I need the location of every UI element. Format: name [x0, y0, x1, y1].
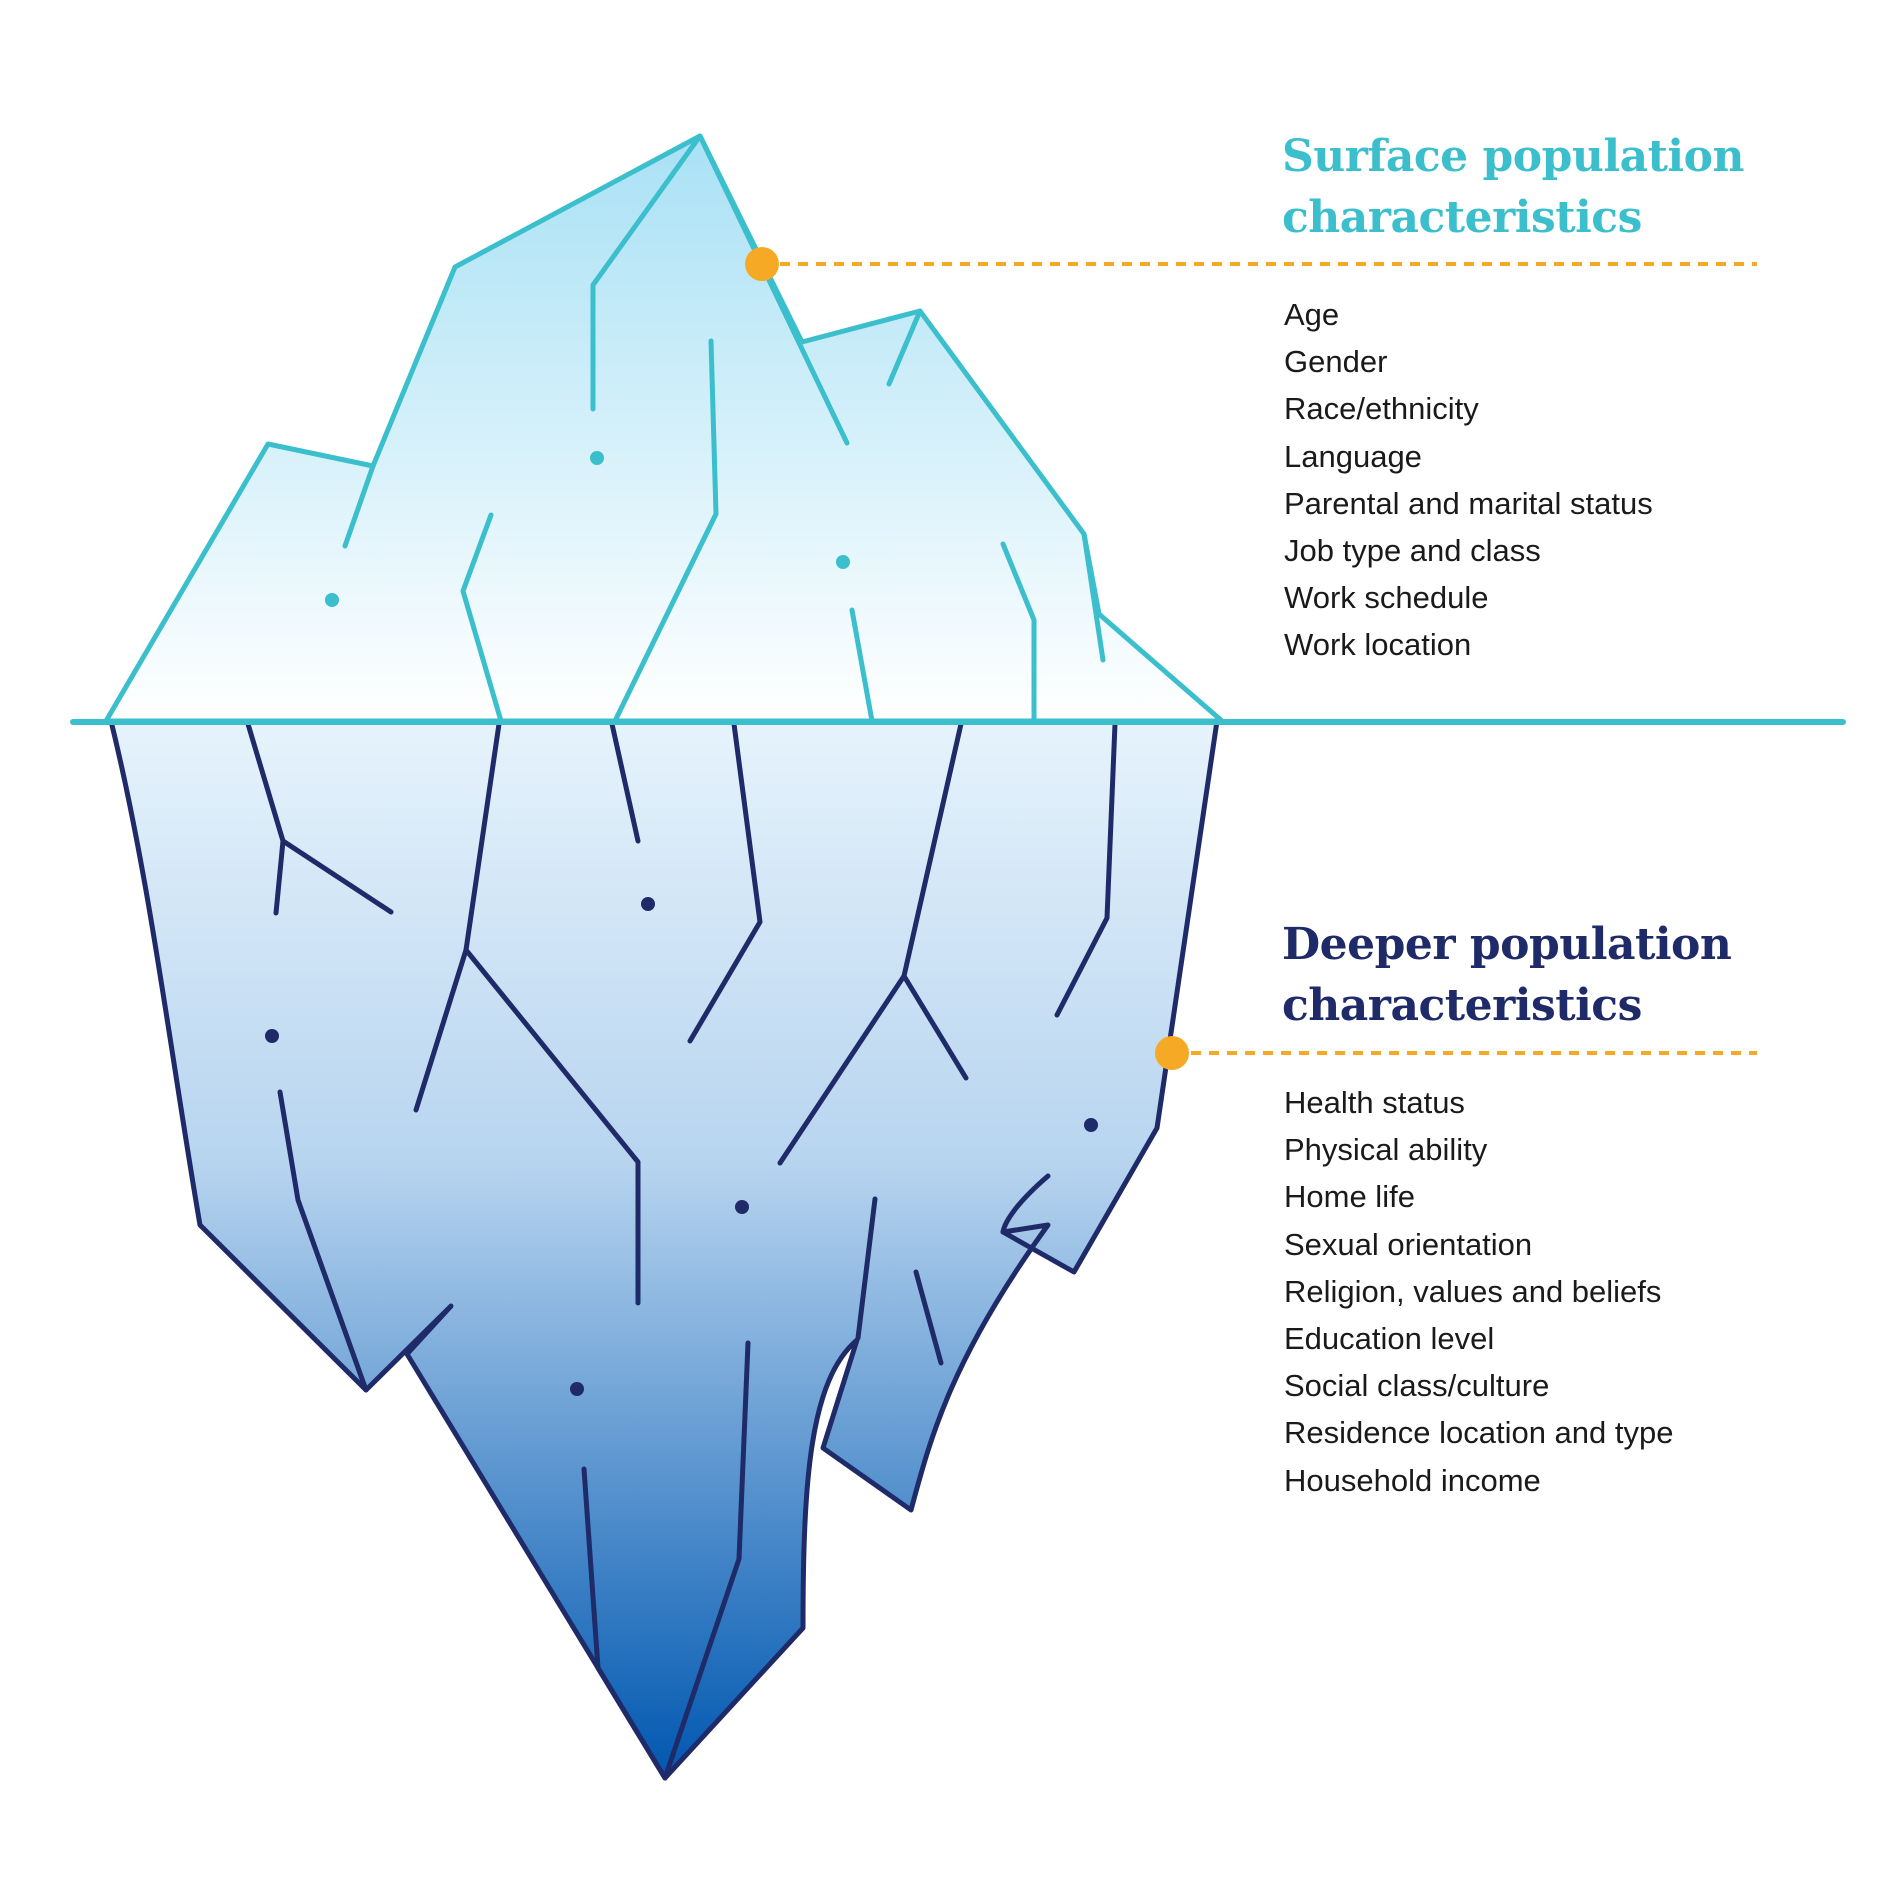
crack	[849, 607, 875, 724]
crack	[662, 1340, 751, 1781]
deeper-characteristics-heading: Deeper population characteristics	[1282, 914, 1732, 1036]
list-item: Education level	[1284, 1321, 1495, 1357]
crack	[280, 838, 394, 915]
dot	[325, 593, 339, 607]
dot	[641, 897, 655, 911]
crack	[463, 947, 641, 1306]
surface-heading-line-2: characteristics	[1282, 192, 1642, 243]
list-item: Health status	[1284, 1085, 1465, 1120]
crack	[342, 463, 376, 549]
crack	[1054, 721, 1118, 1018]
list-item: Residence location and type	[1284, 1415, 1674, 1451]
surface-heading-line-1: Surface population	[1282, 131, 1744, 182]
crack	[277, 1089, 369, 1393]
list-item: Language	[1284, 438, 1422, 474]
iceberg-underwater	[108, 718, 1220, 1781]
above-water-cracks	[342, 133, 1106, 724]
dot	[836, 555, 850, 569]
crack	[612, 338, 719, 724]
above-water-body	[103, 133, 1225, 724]
dot	[265, 1029, 279, 1043]
surface-characteristics-list: Age Gender Race/ethnicity Language Paren…	[1284, 291, 1653, 669]
dot	[570, 1382, 584, 1396]
deeper-callout-marker	[1155, 1036, 1189, 1070]
list-item: Physical ability	[1284, 1132, 1488, 1168]
crack	[855, 1196, 878, 1341]
list-item: Work schedule	[1284, 580, 1489, 616]
above-water-dots	[325, 451, 850, 607]
list-item: Age	[1284, 297, 1340, 332]
crack	[595, 1665, 668, 1781]
list-item: Job type and class	[1284, 533, 1541, 569]
list-item: Social class/culture	[1284, 1368, 1550, 1404]
crack	[901, 973, 969, 1081]
deeper-heading-line-1: Deeper population	[1282, 919, 1732, 970]
list-item: Sexual orientation	[1284, 1226, 1533, 1262]
underwater-cracks	[245, 721, 1118, 1781]
underwater-body	[108, 718, 1220, 1781]
deeper-characteristics-list: Health status Physical ability Home life…	[1284, 1079, 1673, 1504]
dot	[590, 451, 604, 465]
list-item: Gender	[1284, 344, 1388, 380]
crack	[609, 721, 641, 844]
crack	[1000, 541, 1037, 724]
list-item: Religion, values and beliefs	[1284, 1273, 1662, 1309]
crack	[581, 1466, 601, 1671]
dot	[1084, 1118, 1098, 1132]
crack	[1000, 1173, 1051, 1235]
crack	[460, 512, 504, 724]
list-item: Work location	[1284, 627, 1472, 663]
surface-callout	[745, 247, 1757, 281]
crack	[1081, 531, 1106, 663]
crack	[913, 1269, 944, 1366]
iceberg-above-water	[103, 133, 1225, 724]
crack	[697, 133, 850, 446]
underwater-dots	[265, 897, 1098, 1396]
list-item: Race/ethnicity	[1284, 391, 1479, 427]
crack	[687, 721, 763, 1044]
list-item: Parental and marital status	[1284, 485, 1653, 521]
surface-characteristics-heading: Surface population characteristics	[1282, 126, 1744, 248]
list-item: Home life	[1284, 1179, 1415, 1215]
list-item: Household income	[1284, 1462, 1541, 1498]
deeper-callout	[1155, 1036, 1757, 1070]
surface-callout-marker	[745, 247, 779, 281]
crack	[886, 308, 923, 387]
dot	[735, 1200, 749, 1214]
deeper-heading-line-2: characteristics	[1282, 980, 1642, 1031]
crack	[590, 133, 703, 412]
